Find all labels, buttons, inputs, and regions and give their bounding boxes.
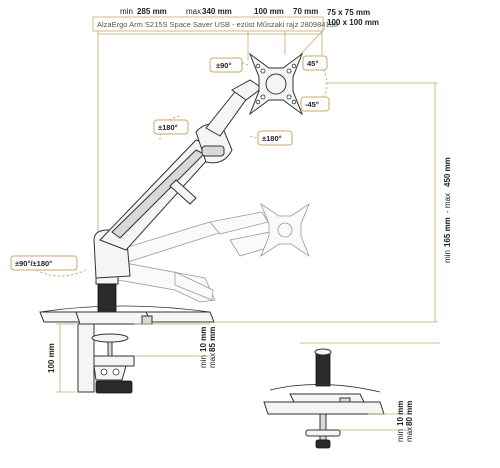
height-max-value: 450 mm	[443, 157, 452, 187]
vesa-line-2: 100 x 100 mm	[327, 18, 379, 27]
grommet-bracket	[305, 429, 341, 437]
clamp-plate	[75, 311, 153, 325]
clamp-max-value: 85 mm	[208, 327, 217, 352]
clamp-washer	[91, 333, 129, 343]
vesa-label: 75 x 75 mm 100 x 100 mm	[299, 8, 379, 56]
base-swivel-angle: ±90°/±180°	[15, 259, 52, 268]
grommet-range-dimension: min 10 mm max 80 mm	[396, 401, 414, 442]
tilt-up-angle: 45°	[307, 59, 318, 68]
usb-port	[201, 145, 225, 157]
clamp-min-value: 10 mm	[199, 327, 208, 352]
base-swivel-badge: ±90°/±180°	[10, 255, 87, 277]
grommet-mount-assembly	[263, 348, 385, 449]
vesa-line-1: 75 x 75 mm	[327, 8, 370, 17]
monitor-arm	[93, 52, 304, 313]
tilt-badges: 45° -45°	[300, 55, 330, 112]
pole-base	[97, 283, 117, 313]
arm-length-max-value: 340 mm	[202, 7, 232, 16]
grommet-nut	[315, 439, 331, 449]
clamp-jaw	[93, 355, 135, 367]
arm-length-min-value: 285 mm	[137, 7, 167, 16]
grommet-min-value: 10 mm	[396, 401, 405, 426]
vesa-leader	[299, 27, 326, 56]
arm-length-max-prefix: max	[186, 7, 201, 16]
clamp-knob	[95, 380, 133, 394]
segment-2-length: 70 mm	[293, 7, 318, 16]
cable-clip	[169, 179, 197, 205]
grommet-pole	[315, 351, 331, 387]
arm-swivel-badge: ±180°	[153, 115, 189, 141]
grommet-max-value: 80 mm	[405, 401, 414, 426]
rotate-angle: ±180°	[262, 134, 282, 143]
arm-length-dimension: min 285 mm max 340 mm 100 mm 70 mm	[120, 7, 318, 16]
swivel-top-angle: ±90°	[216, 61, 231, 70]
clamp-max-prefix: max	[208, 353, 217, 368]
ghost-arm	[117, 202, 310, 303]
segment-1-length: 100 mm	[254, 7, 284, 16]
caption-text: AlzaErgo Arm S215S Space Saver USB - ezü…	[97, 20, 338, 29]
clamp-height-dimension: 100 mm	[47, 343, 56, 373]
clamp-pad	[93, 365, 127, 381]
product-caption: AlzaErgo Arm S215S Space Saver USB - ezü…	[92, 16, 338, 32]
clamp-usb	[141, 315, 153, 325]
arm-length-min-prefix: min	[120, 7, 133, 16]
desk-clamp-assembly	[39, 305, 215, 394]
rotate-badge: ±180°	[249, 129, 293, 146]
grommet-max-prefix: max	[405, 427, 414, 442]
swivel-top-badge: ±90°	[209, 57, 251, 73]
grommet-pole-top	[314, 348, 332, 356]
clamp-height-value: 100 mm	[47, 343, 56, 373]
height-min-value: 165 mm	[443, 217, 452, 247]
clamp-body	[77, 323, 95, 393]
height-separator: - max	[443, 193, 452, 213]
grommet-min-prefix: min	[396, 429, 405, 442]
clamp-min-prefix: min	[199, 355, 208, 368]
height-dimension: min 165 mm - max 450 mm	[443, 157, 452, 263]
grommet-desk	[263, 401, 385, 415]
clamp-range-dimension: min 10 mm max 85 mm	[199, 327, 217, 368]
tilt-down-angle: -45°	[305, 100, 319, 109]
vesa-plate	[248, 52, 304, 116]
arm-swivel-angle: ±180°	[158, 123, 178, 132]
height-min-prefix: min	[443, 250, 452, 263]
